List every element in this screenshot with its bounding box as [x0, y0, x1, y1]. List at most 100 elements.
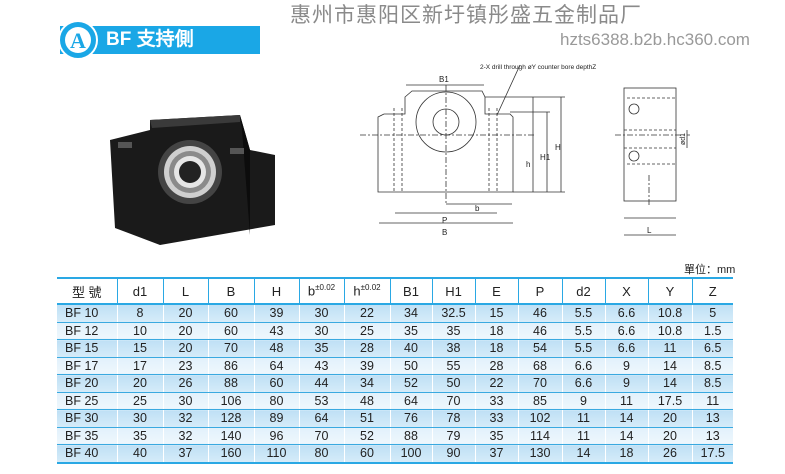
column-header-label: d2	[576, 283, 591, 299]
value-cell: 5.5	[561, 339, 605, 358]
value-cell: 30	[298, 322, 344, 340]
label-L: L	[647, 226, 652, 235]
column-header: X	[604, 277, 648, 305]
column-header-label: b	[307, 283, 316, 299]
value-cell: 34	[343, 374, 390, 393]
value-cell: 20	[647, 427, 692, 445]
value-cell: 32	[162, 409, 208, 428]
value-cell: 20	[162, 322, 208, 340]
model-cell: BF 10	[57, 304, 117, 323]
value-cell: 11	[561, 427, 605, 445]
value-cell: 10.8	[647, 304, 692, 323]
value-cell: 76	[389, 409, 432, 428]
value-cell: 35	[474, 427, 518, 445]
value-cell: 50	[389, 357, 432, 375]
value-cell: 11	[604, 392, 648, 410]
column-header-label: d1	[132, 283, 148, 299]
value-cell: 6.5	[691, 339, 733, 358]
value-cell: 88	[207, 374, 254, 393]
value-cell: 20	[162, 339, 208, 358]
value-cell: 40	[116, 444, 163, 464]
value-cell: 11	[647, 339, 692, 358]
value-cell: 85	[517, 392, 562, 410]
column-header-label: X	[622, 283, 631, 299]
column-header: d1	[116, 277, 163, 305]
value-cell: 46	[517, 322, 562, 340]
model-cell: BF 17	[57, 357, 117, 375]
value-cell: 22	[474, 374, 518, 393]
value-cell: 64	[298, 409, 344, 428]
value-cell: 22	[343, 304, 390, 323]
column-header: B	[207, 277, 254, 305]
value-cell: 64	[253, 357, 299, 375]
value-cell: 55	[431, 357, 475, 375]
value-cell: 5.5	[561, 304, 605, 323]
value-cell: 51	[343, 409, 390, 428]
value-cell: 28	[343, 339, 390, 358]
model-cell: BF 35	[57, 427, 117, 445]
value-cell: 130	[517, 444, 562, 464]
value-cell: 10.8	[647, 322, 692, 340]
label-b: b	[475, 204, 480, 213]
value-cell: 13	[691, 409, 733, 428]
value-cell: 60	[343, 444, 390, 464]
value-cell: 96	[253, 427, 299, 445]
value-cell: 52	[343, 427, 390, 445]
value-cell: 114	[517, 427, 562, 445]
value-cell: 106	[207, 392, 254, 410]
column-header: Z	[691, 277, 733, 305]
value-cell: 33	[474, 392, 518, 410]
value-cell: 35	[431, 322, 475, 340]
label-P: P	[442, 216, 447, 225]
column-header: h±0.02	[343, 277, 390, 305]
value-cell: 11	[561, 409, 605, 428]
drill-note: 2-X drill through øY counter bore depthZ	[480, 64, 596, 71]
label-H: H	[555, 143, 561, 152]
model-cell: BF 12	[57, 322, 117, 340]
value-cell: 10	[116, 322, 163, 340]
value-cell: 54	[517, 339, 562, 358]
value-cell: 18	[474, 339, 518, 358]
value-cell: 8.5	[691, 374, 733, 393]
model-cell: BF 40	[57, 444, 117, 464]
column-header-label: B1	[403, 283, 419, 299]
value-cell: 13	[691, 427, 733, 445]
value-cell: 48	[343, 392, 390, 410]
value-cell: 26	[162, 374, 208, 393]
column-header: b±0.02	[298, 277, 344, 305]
value-cell: 6.6	[604, 322, 648, 340]
value-cell: 30	[298, 304, 344, 323]
value-cell: 70	[431, 392, 475, 410]
value-cell: 68	[517, 357, 562, 375]
value-cell: 90	[431, 444, 475, 464]
dimension-drawing: 2-X drill through øY counter bore depthZ…	[360, 64, 690, 237]
column-header-label: B	[226, 283, 236, 299]
model-cell: BF 15	[57, 339, 117, 358]
value-cell: 39	[253, 304, 299, 323]
value-cell: 80	[298, 444, 344, 464]
value-cell: 52	[389, 374, 432, 393]
model-cell: BF 30	[57, 409, 117, 428]
value-cell: 6.6	[561, 357, 605, 375]
value-cell: 25	[343, 322, 390, 340]
value-cell: 89	[253, 409, 299, 428]
value-cell: 40	[389, 339, 432, 358]
value-cell: 110	[253, 444, 299, 464]
value-cell: 9	[561, 392, 605, 410]
value-cell: 35	[298, 339, 344, 358]
value-cell: 6.6	[604, 304, 648, 323]
column-header-label: H1	[445, 283, 462, 299]
value-cell: 5.5	[561, 322, 605, 340]
value-cell: 14	[604, 409, 648, 428]
value-cell: 18	[474, 322, 518, 340]
label-h: h	[526, 160, 530, 169]
column-header: E	[474, 277, 518, 305]
column-header-label: Z	[708, 283, 717, 299]
value-cell: 14	[647, 374, 692, 393]
